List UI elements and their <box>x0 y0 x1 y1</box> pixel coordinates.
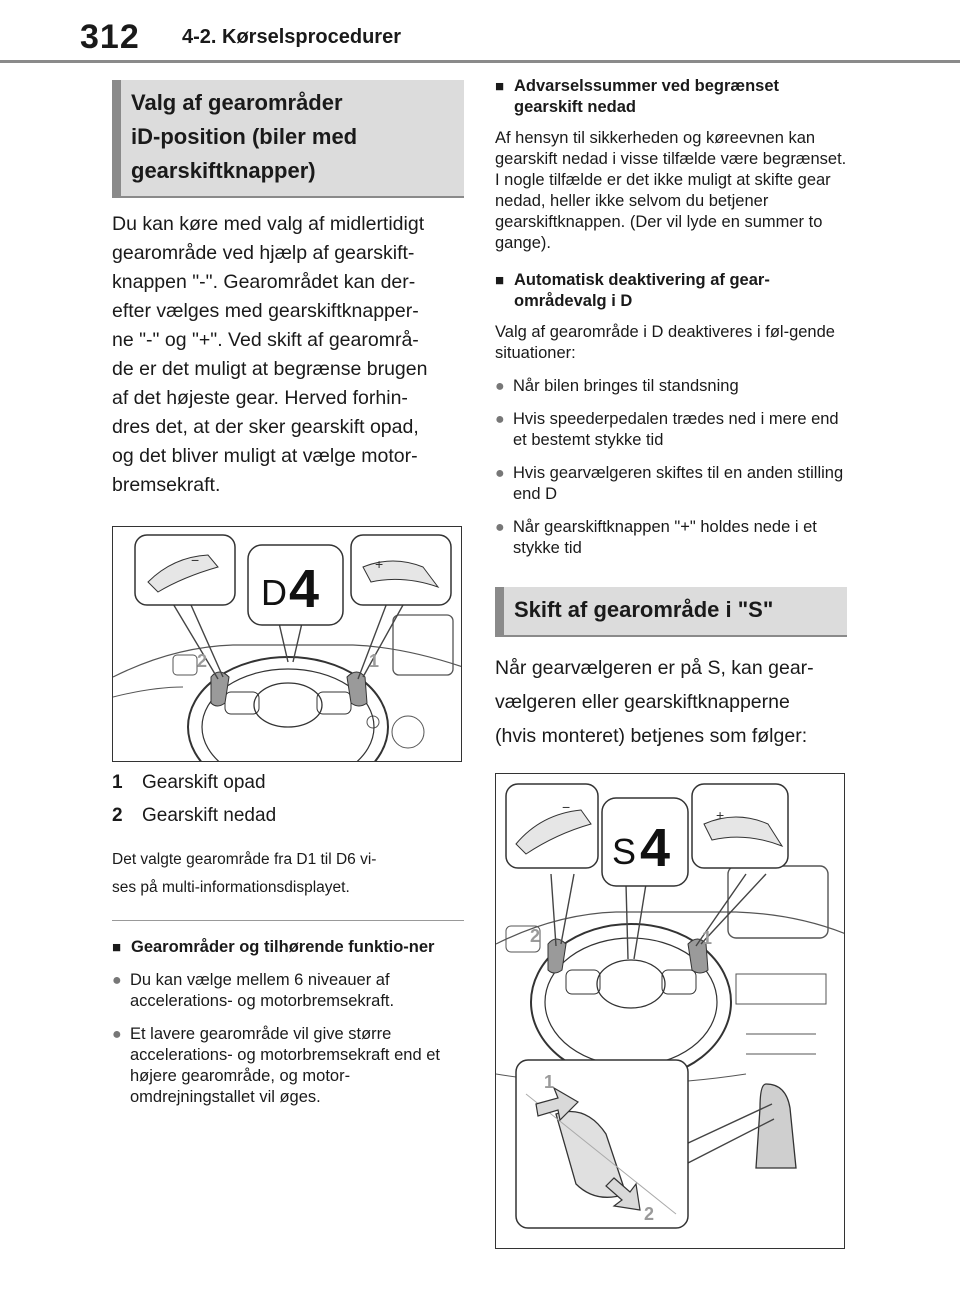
subheading-text: Gearområder og tilhørende funktio-ner <box>131 938 435 956</box>
bullet-item: ● Når gearskiftknappen "+" holdes nede i… <box>495 517 847 559</box>
intro-paragraph: Du kan køre med valg af midlertidigt gea… <box>112 210 464 500</box>
square-marker: ■ <box>495 78 505 95</box>
page-number: 312 <box>80 18 140 56</box>
minus-sign: − <box>562 799 570 815</box>
legend-item: 1 Gearskift opad <box>112 766 464 799</box>
section-title-line: Valg af gearområder <box>131 90 343 115</box>
gear-selector-drawing: − + S 4 2 1 1 2 <box>496 783 844 1229</box>
display-gear-letter: D <box>261 572 287 613</box>
lever-callout-2: 2 <box>644 1204 654 1224</box>
steering-wheel-illustration: − + D 4 2 1 <box>112 526 462 762</box>
intro-line: Du kan køre med valg af midlertidigt <box>112 213 425 235</box>
intro-line: (hvis monteret) betjenes som følger: <box>495 725 808 747</box>
callout-2: 2 <box>530 926 540 946</box>
header-divider <box>0 60 960 63</box>
paragraph: Af hensyn til sikkerheden og køreevnen k… <box>495 129 847 252</box>
legend-number: 1 <box>112 772 123 793</box>
plus-sign: + <box>375 556 383 572</box>
right-column: ■ Advarselssummer ved begrænset gearskif… <box>495 76 847 1249</box>
section-title-box: Valg af gearområder iD-position (biler m… <box>112 80 464 198</box>
gear-selector-illustration: − + S 4 2 1 1 2 <box>495 773 845 1249</box>
subheading-text: Advarselssummer ved begrænset gearskift … <box>514 77 780 116</box>
intro-line: dres det, at der sker gearskift opad, <box>112 416 419 438</box>
intro-line: af det højeste gear. Herved forhin- <box>112 387 408 409</box>
bullet-item: ● Hvis speederpedalen trædes ned i mere … <box>495 409 847 451</box>
bullet-item: ● Hvis gearvælgeren skiftes til en anden… <box>495 463 847 505</box>
intro-line: Når gearvælgeren er på S, kan gear- <box>495 657 814 679</box>
bullet-marker: ● <box>112 972 122 989</box>
square-marker: ■ <box>112 939 122 956</box>
section-divider <box>112 920 464 921</box>
bullet-text: Du kan vælge mellem 6 niveauer af accele… <box>130 971 395 1010</box>
legend-item: 2 Gearskift nedad <box>112 799 464 832</box>
subheading: ■ Advarselssummer ved begrænset gearskif… <box>495 76 847 118</box>
intro-line: knappen "-". Gearområdet kan der- <box>112 271 416 293</box>
square-marker: ■ <box>495 272 505 289</box>
paragraph: Valg af gearområde i D deaktiveres i føl… <box>495 323 835 362</box>
section-title-line: gearskiftknapper) <box>131 158 316 183</box>
bullet-item: ● Et lavere gearområde vil give større a… <box>112 1024 464 1108</box>
plus-sign: + <box>716 807 724 823</box>
intro-line: vælgeren eller gearskiftknapperne <box>495 691 790 713</box>
intro-line: de er det muligt at begrænse brugen <box>112 358 428 380</box>
intro-line: bremsekraft. <box>112 474 221 496</box>
section-title-line: iD-position (biler med <box>131 124 358 149</box>
figure-legend: 1 Gearskift opad 2 Gearskift nedad <box>112 766 464 832</box>
callout-1: 1 <box>702 928 712 948</box>
callout-2: 2 <box>197 651 207 671</box>
section-title-box: Skift af gearområde i "S" <box>495 587 847 637</box>
bullet-marker: ● <box>495 465 505 482</box>
lever-callout-1: 1 <box>544 1072 554 1092</box>
legend-label: Gearskift nedad <box>142 805 277 826</box>
intro-line: og det bliver muligt at vælge motor- <box>112 445 418 467</box>
note-line: Det valgte gearområde fra D1 til D6 vi- <box>112 851 377 868</box>
section-title-line: Skift af gearområde i "S" <box>514 597 774 622</box>
minus-sign: − <box>191 552 199 568</box>
bullet-marker: ● <box>495 411 505 428</box>
legend-number: 2 <box>112 805 123 826</box>
display-note: Det valgte gearområde fra D1 til D6 vi- … <box>112 846 464 902</box>
callout-1: 1 <box>369 651 379 671</box>
subheading-text: Automatisk deaktivering af gear-områdeva… <box>514 271 770 310</box>
steering-wheel-drawing: − + D 4 2 1 <box>113 534 461 761</box>
display-gear-number: 4 <box>289 559 319 619</box>
bullet-item: ● Du kan vælge mellem 6 niveauer af acce… <box>112 970 464 1012</box>
bullet-text: Hvis gearvælgeren skiftes til en anden s… <box>513 464 844 503</box>
section-header: 4-2. Kørselsprocedurer <box>182 26 401 48</box>
display-gear-number: 4 <box>640 818 670 878</box>
bullet-item: ● Når bilen bringes til standsning <box>495 376 847 397</box>
left-column: Valg af gearområder iD-position (biler m… <box>112 80 464 1108</box>
bullet-text: Når gearskiftknappen "+" holdes nede i e… <box>513 518 817 557</box>
subheading: ■ Gearområder og tilhørende funktio-ner <box>112 937 464 958</box>
bullet-text: Et lavere gearområde vil give større acc… <box>130 1025 440 1106</box>
bullet-marker: ● <box>495 519 505 536</box>
display-gear-letter: S <box>612 831 636 872</box>
legend-label: Gearskift opad <box>142 772 266 793</box>
intro-line: efter vælges med gearskiftknapper- <box>112 300 419 322</box>
intro-line: gearområde ved hjælp af gearskift- <box>112 242 415 264</box>
intro-paragraph: Når gearvælgeren er på S, kan gear- vælg… <box>495 651 847 753</box>
bullet-marker: ● <box>112 1026 122 1043</box>
intro-line: ne "-" og "+". Ved skift af gearområ- <box>112 329 419 351</box>
note-line: ses på multi-informationsdisplayet. <box>112 879 350 896</box>
subheading: ■ Automatisk deaktivering af gear-område… <box>495 270 847 312</box>
bullet-marker: ● <box>495 378 505 395</box>
bullet-text: Hvis speederpedalen trædes ned i mere en… <box>513 410 839 449</box>
bullet-text: Når bilen bringes til standsning <box>513 377 739 395</box>
